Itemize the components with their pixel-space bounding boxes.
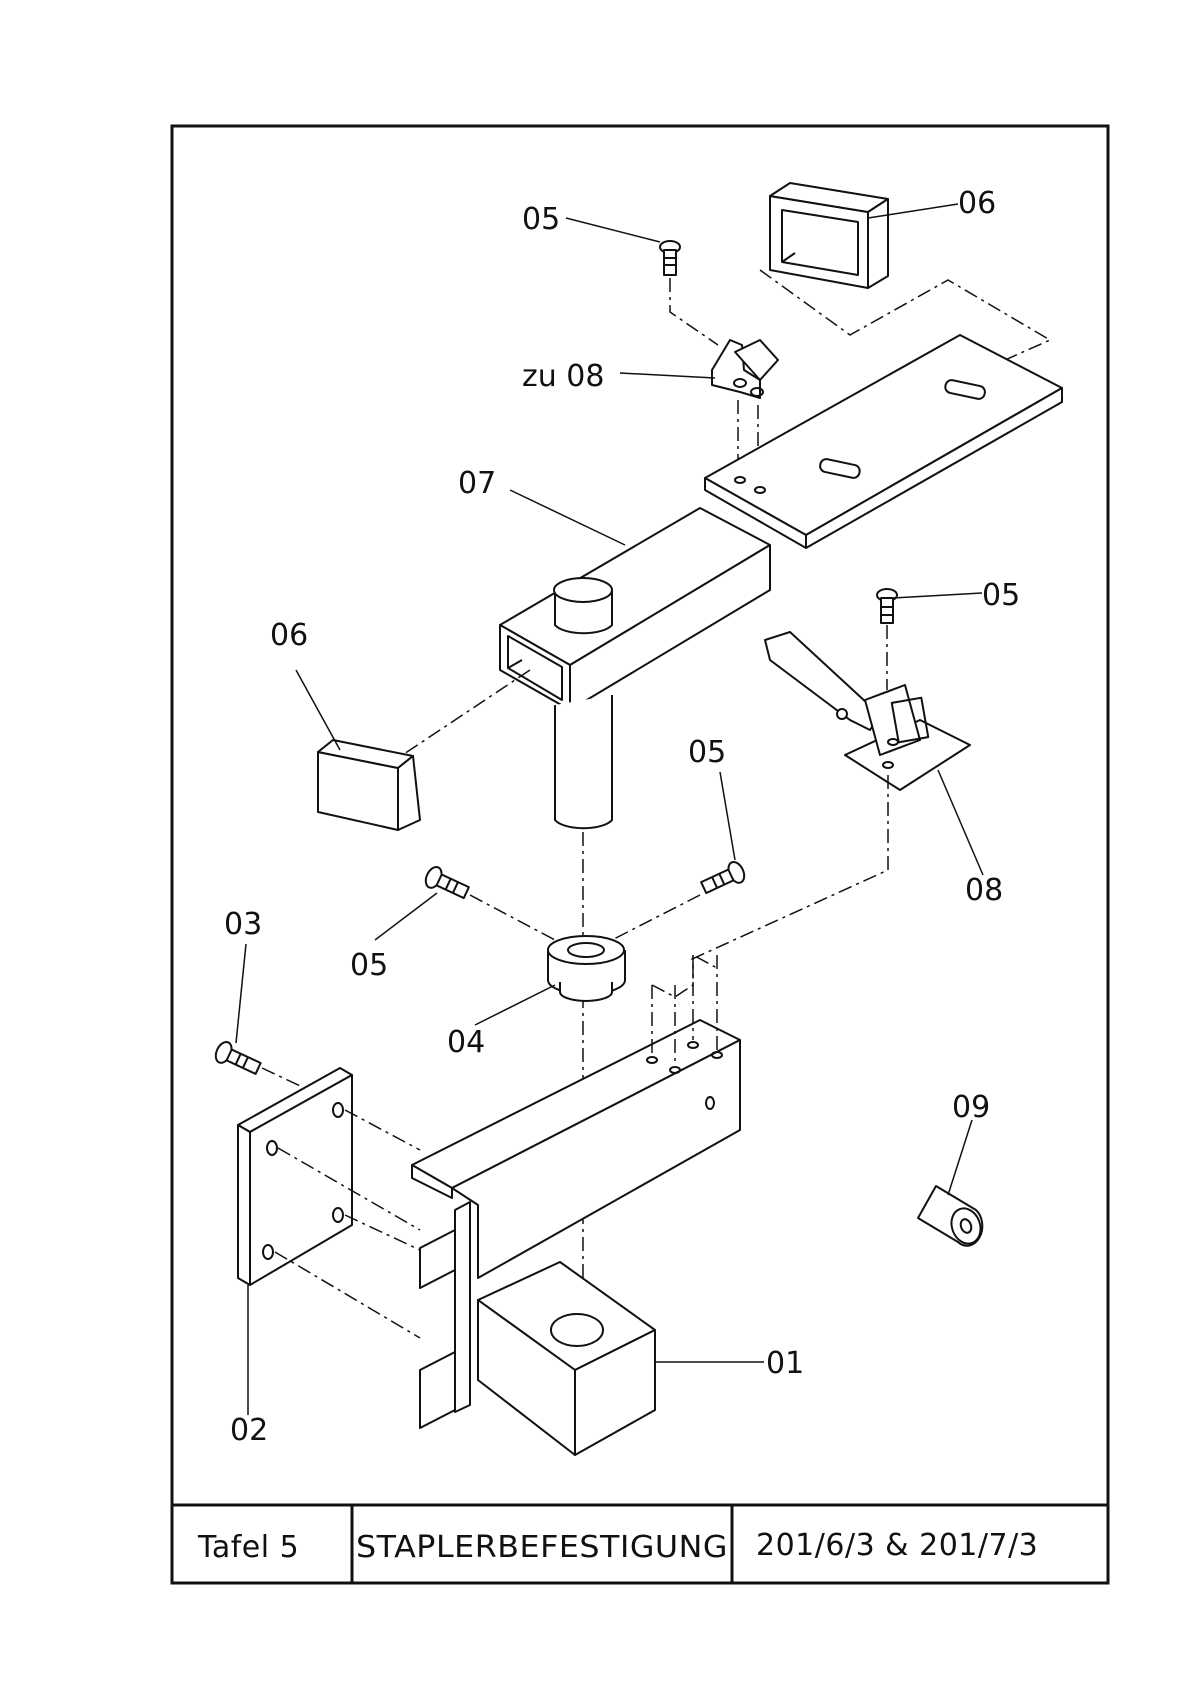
label-06-top: 06 (958, 186, 996, 221)
label-09: 09 (952, 1090, 990, 1125)
part-06-top-cap (770, 183, 888, 288)
part-04-bushing (548, 936, 625, 1001)
dash-05-mid-right (612, 895, 700, 940)
title-block-models: 201/6/3 & 201/7/3 (756, 1528, 1038, 1563)
part-03-screw (213, 1039, 263, 1078)
part-05-screw-mid-right (699, 859, 747, 897)
dash-06-top (760, 270, 1050, 360)
part-06-left-cap (318, 740, 420, 830)
dash-01-bridge (652, 955, 717, 997)
label-06-left: 06 (270, 618, 308, 653)
label-zu-08: zu 08 (522, 359, 604, 394)
dash-05-top (670, 278, 718, 345)
part-07-arm (500, 335, 1062, 828)
dash-02-c (345, 1215, 420, 1250)
label-05-right: 05 (982, 578, 1020, 613)
label-05-mid-left: 05 (350, 948, 388, 983)
part-05-screw-right (877, 589, 897, 623)
label-01: 01 (766, 1346, 804, 1381)
label-05-top: 05 (522, 202, 560, 237)
bracket-zu-08 (712, 340, 778, 398)
dash-02-a (345, 1110, 420, 1150)
label-03: 03 (224, 907, 262, 942)
part-05-screw-top (660, 241, 680, 275)
part-05-screw-mid-left (423, 864, 471, 902)
label-08: 08 (965, 873, 1003, 908)
dash-08 (690, 775, 888, 960)
part-08-latch (765, 632, 970, 790)
dash-02-d (275, 1252, 420, 1338)
label-04: 04 (447, 1025, 485, 1060)
part-01-bracket (412, 1020, 740, 1455)
title-block: Tafel 5 STAPLERBEFESTIGUNG 201/6/3 & 201… (172, 1505, 1108, 1583)
label-05-mid-right: 05 (688, 735, 726, 770)
label-07: 07 (458, 466, 496, 501)
part-09-spacer (918, 1186, 985, 1248)
label-02: 02 (230, 1413, 268, 1448)
title-block-plate: Tafel 5 (197, 1530, 299, 1565)
part-02-plate (238, 1068, 352, 1285)
dash-06-left (395, 670, 530, 760)
title-block-title: STAPLERBEFESTIGUNG (356, 1530, 728, 1565)
dash-05-mid-left (470, 895, 555, 940)
